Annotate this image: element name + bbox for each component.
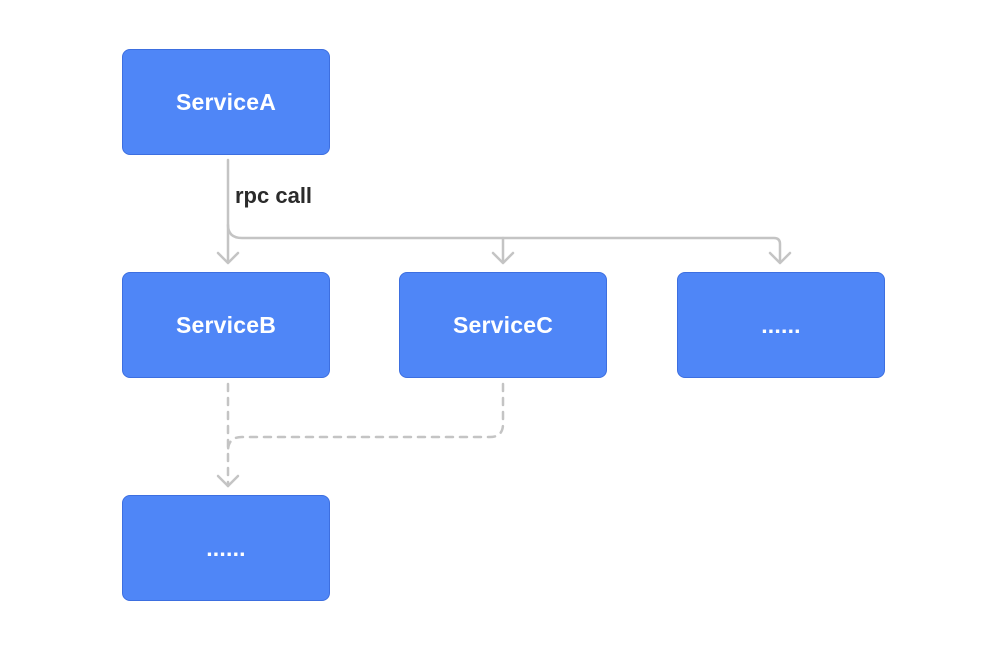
arrowhead-to-downstream — [216, 474, 240, 488]
connector-a-to-branches — [226, 223, 782, 264]
arrowhead-to-more — [768, 251, 792, 265]
service-c-node: ServiceC — [399, 272, 607, 378]
service-a-label: ServiceA — [175, 88, 277, 115]
arrowhead-to-c — [491, 251, 515, 265]
rpc-call-label: rpc call — [235, 183, 313, 208]
dashed-connector-c-merge — [226, 382, 505, 453]
more-services-label: ...... — [761, 311, 801, 338]
more-services-node: ...... — [677, 272, 885, 378]
downstream-label: ...... — [206, 534, 246, 561]
service-c-label: ServiceC — [452, 311, 554, 338]
service-b-node: ServiceB — [122, 272, 330, 378]
downstream-node: ...... — [122, 495, 330, 601]
arrowhead-to-b — [216, 251, 240, 265]
service-b-label: ServiceB — [175, 311, 277, 338]
service-a-node: ServiceA — [122, 49, 330, 155]
